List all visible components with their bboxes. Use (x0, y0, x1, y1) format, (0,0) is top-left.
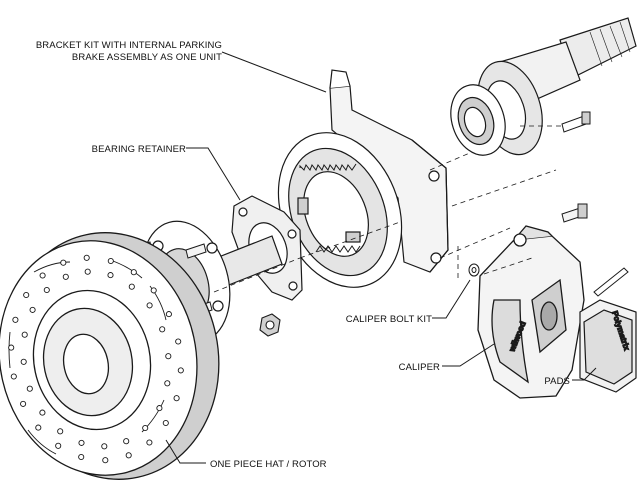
leader-bearing-retainer (186, 147, 241, 201)
leader-caliper-bolt-kit (432, 279, 471, 319)
rotor-drill-hole (78, 439, 85, 446)
rotor-drill-hole (128, 283, 135, 290)
pad-retaining-pin (593, 267, 629, 297)
rotor-drill-hole (62, 273, 69, 280)
rotor-drill-hole (43, 286, 50, 294)
rotor-drill-hole (83, 254, 90, 261)
rotor-drill-hole (60, 259, 67, 266)
rotor-drill-hole (23, 291, 30, 299)
leader-bracket-kit (221, 51, 327, 93)
rotor-drill-hole (26, 385, 33, 392)
rotor-drill-hole (107, 272, 114, 279)
rotor-drill-hole (12, 316, 19, 323)
rotor-drill-hole (177, 367, 184, 374)
rotor-drill-hole (39, 272, 46, 279)
rotor-drill-hole (159, 326, 166, 333)
label-caliper-bolt-kit: CALIPER BOLT KIT (346, 314, 432, 325)
rotor-drill-hole (123, 438, 130, 445)
rotor-drill-hole (162, 419, 169, 427)
rotor-drill-hole (175, 338, 182, 345)
rotor-drill-hole (146, 439, 153, 446)
caliper: wilwood (477, 225, 585, 399)
rotor-drill-hole (57, 428, 64, 435)
leader-lines (165, 51, 597, 464)
rotor-drill-hole (130, 269, 137, 276)
leader-pads (572, 367, 597, 381)
label-bracket-kit-line1: BRACKET KIT WITH INTERNAL PARKING (36, 40, 222, 51)
rotor-drill-hole (29, 306, 36, 313)
rotor-drill-hole (107, 257, 114, 265)
alignment-lines (213, 125, 562, 293)
brake-pads: Polymatrix (579, 299, 637, 393)
label-rotor: ONE PIECE HAT / ROTOR (210, 459, 327, 470)
rotor-drill-hole (8, 344, 15, 351)
rotor-drill-hole (173, 395, 180, 402)
rotor-drill-hole (156, 405, 163, 412)
leader-caliper (442, 343, 495, 367)
rotor-drill-hole (10, 373, 17, 380)
label-bearing-retainer: BEARING RETAINER (92, 144, 186, 155)
rotor-drill-hole (84, 268, 91, 275)
label-bracket-kit-line2: BRAKE ASSEMBLY AS ONE UNIT (72, 52, 222, 63)
label-caliper: CALIPER (399, 362, 440, 373)
rotor-drill-hole (20, 400, 27, 407)
axle-bearing (450, 84, 506, 156)
hub-bolt (561, 111, 591, 133)
rotor-drill-hole (35, 424, 42, 431)
hat-rotor (0, 232, 220, 480)
rotor-drill-hole (165, 311, 172, 318)
rotor-drill-hole (101, 443, 108, 450)
rotor-drill-hole (78, 453, 85, 461)
rotor-drill-hole (146, 302, 153, 309)
rotor-drill-hole (55, 442, 62, 449)
caliper-bolt-kit (468, 203, 588, 277)
rotor-drill-hole (165, 353, 172, 360)
lug-nut (259, 313, 281, 337)
rotor-drill-hole (20, 358, 27, 365)
parking-brake-bracket (277, 69, 449, 288)
rotor-drill-hole (150, 287, 157, 294)
leader-rotor (165, 439, 206, 464)
rotor-drill-hole (142, 424, 149, 432)
rotor-drill-hole (39, 409, 46, 416)
rotor-drill-hole (164, 380, 171, 387)
rotor-drill-holes (8, 254, 184, 464)
rotor-drill-hole (102, 457, 109, 464)
label-pads: PADS (544, 376, 570, 387)
rotor-drill-hole (21, 331, 28, 338)
rotor-drill-hole (125, 452, 132, 459)
